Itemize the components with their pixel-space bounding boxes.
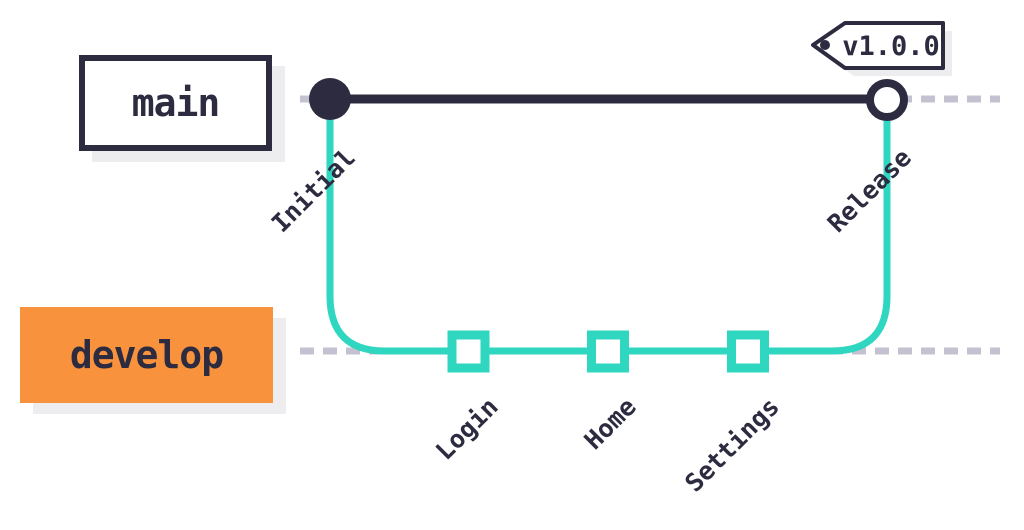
tag-hole-icon bbox=[820, 40, 830, 50]
branch-name-develop: develop bbox=[69, 333, 224, 377]
branch-label-main: main bbox=[79, 55, 272, 151]
commit-marker-settings bbox=[727, 330, 769, 373]
commit-marker-initial bbox=[309, 78, 351, 120]
version-tag-label: v1.0.0 bbox=[842, 31, 940, 62]
branch-label-develop: develop bbox=[20, 307, 273, 403]
commit-marker-home bbox=[587, 330, 629, 373]
commit-marker-login bbox=[447, 330, 490, 373]
version-tag-shape bbox=[811, 21, 945, 70]
commit-marker-release bbox=[866, 79, 908, 121]
develop-branch-line bbox=[326, 104, 891, 355]
branch-name-main: main bbox=[131, 81, 221, 125]
